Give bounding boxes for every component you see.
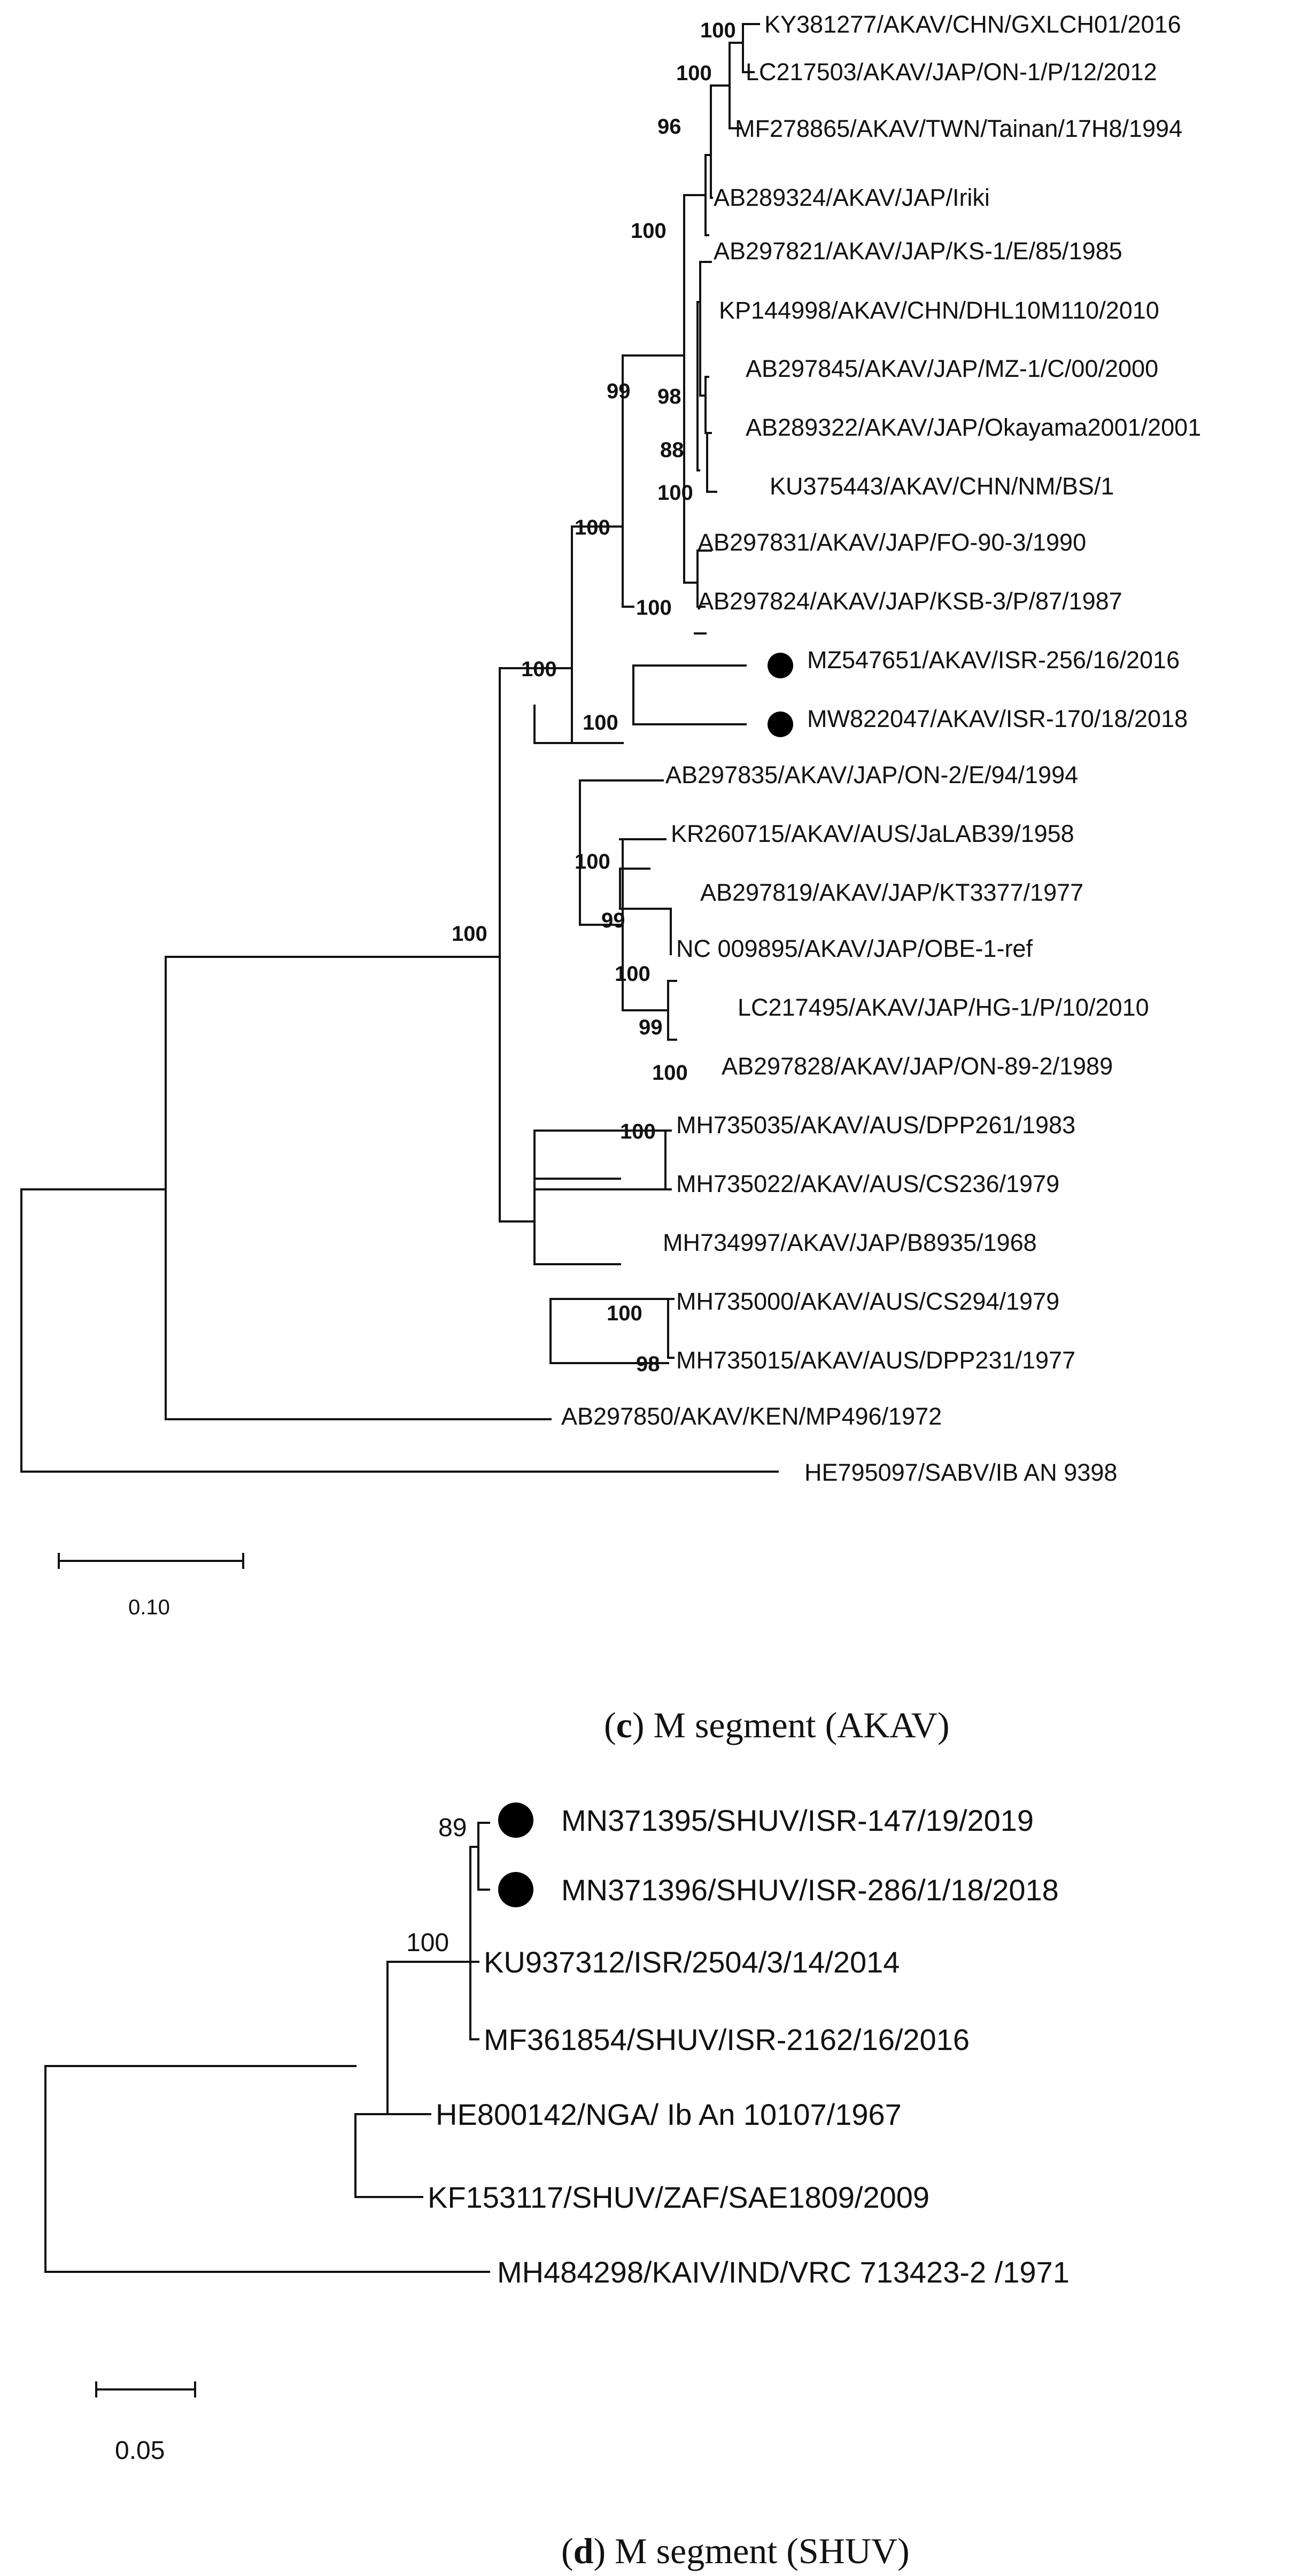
- shuv-scale-bar: 0.05: [95, 2381, 196, 2465]
- akav-taxa: KY381277/AKAV/CHN/GXLCH01/2016 LC217503/…: [561, 11, 1201, 1486]
- bootstrap-value: 100: [620, 1120, 656, 1143]
- taxon-label: MF361854/SHUV/ISR-2162/16/2016: [484, 2023, 970, 2056]
- taxon-label: LC217503/AKAV/JAP/ON-1/P/12/2012: [746, 58, 1157, 86]
- isr-marker-icon: [768, 653, 793, 678]
- bootstrap-value: 100: [583, 711, 618, 734]
- taxon-label: MF278865/AKAV/TWN/Tainan/17H8/1994: [735, 115, 1182, 142]
- bootstrap-value: 99: [639, 1016, 663, 1039]
- taxon-label: AB297850/AKAV/KEN/MP496/1972: [561, 1403, 942, 1430]
- akav-bootstrap-values: 100 100 96 100 98 88 100 99 100 100 100 …: [452, 19, 736, 1376]
- bootstrap-value: 100: [636, 596, 672, 620]
- bootstrap-value: 99: [601, 909, 625, 932]
- taxon-label: AB297828/AKAV/JAP/ON-89-2/1989: [722, 1053, 1113, 1080]
- bootstrap-value: 96: [657, 115, 681, 138]
- taxon-label: AB297845/AKAV/JAP/MZ-1/C/00/2000: [746, 355, 1158, 382]
- bootstrap-value: 100: [607, 1302, 642, 1325]
- taxon-label: HE800142/NGA/ Ib An 10107/1967: [436, 2098, 902, 2131]
- taxon-label: KU375443/AKAV/CHN/NM/BS/1: [770, 473, 1114, 500]
- bootstrap-value: 100: [657, 481, 693, 505]
- taxon-label: AB297821/AKAV/JAP/KS-1/E/85/1985: [714, 237, 1122, 265]
- taxon-label: AB297831/AKAV/JAP/FO-90-3/1990: [698, 529, 1086, 556]
- taxon-label: KY381277/AKAV/CHN/GXLCH01/2016: [764, 11, 1181, 38]
- taxon-label: LC217495/AKAV/JAP/HG-1/P/10/2010: [738, 994, 1149, 1021]
- taxon-label: MW822047/AKAV/ISR-170/18/2018: [807, 705, 1188, 732]
- taxon-label: KU937312/ISR/2504/3/14/2014: [484, 1945, 900, 1979]
- bootstrap-value: 98: [657, 385, 681, 408]
- taxon-label: AB297824/AKAV/JAP/KSB-3/P/87/1987: [698, 587, 1122, 615]
- bootstrap-value: 88: [660, 438, 684, 462]
- taxon-label: AB297835/AKAV/JAP/ON-2/E/94/1994: [665, 761, 1078, 788]
- taxon-label: MH734997/AKAV/JAP/B8935/1968: [663, 1229, 1037, 1256]
- bootstrap-value: 99: [607, 380, 631, 403]
- bootstrap-value: 100: [521, 657, 557, 681]
- taxon-label: AB297819/AKAV/JAP/KT3377/1977: [700, 879, 1083, 906]
- taxon-label: MH735035/AKAV/AUS/DPP261/1983: [676, 1111, 1075, 1139]
- taxon-label: MZ547651/AKAV/ISR-256/16/2016: [807, 646, 1180, 674]
- bootstrap-value: 89: [438, 1814, 467, 1842]
- bootstrap-value: 98: [636, 1352, 660, 1376]
- akav-scale-bar: 0.10: [58, 1553, 244, 1619]
- bootstrap-value: 100: [652, 1061, 688, 1085]
- taxon-label: KF153117/SHUV/ZAF/SAE1809/2009: [428, 2180, 929, 2214]
- taxon-label: KP144998/AKAV/CHN/DHL10M110/2010: [719, 297, 1159, 324]
- taxon-label: MH735000/AKAV/AUS/CS294/1979: [676, 1288, 1059, 1315]
- taxon-label: HE795097/SABV/IB AN 9398: [804, 1459, 1117, 1486]
- scale-label: 0.10: [128, 1596, 170, 1619]
- taxon-label: KR260715/AKAV/AUS/JaLAB39/1958: [671, 820, 1074, 847]
- bootstrap-value: 100: [676, 61, 712, 85]
- taxon-label: MN371396/SHUV/ISR-286/1/18/2018: [561, 1873, 1059, 1907]
- shuv-bootstrap-values: 89 100: [406, 1814, 467, 1957]
- bootstrap-value: 100: [700, 19, 736, 42]
- taxon-label: MH484298/KAIV/IND/VRC 713423-2 /1971: [497, 2255, 1070, 2289]
- scale-label: 0.05: [115, 2436, 165, 2465]
- taxon-label: MN371395/SHUV/ISR-147/19/2019: [561, 1804, 1034, 1837]
- bootstrap-value: 100: [575, 516, 610, 539]
- akav-tree: [20, 23, 793, 1473]
- bootstrap-value: 100: [615, 962, 650, 986]
- caption-c: (c) M segment (AKAV): [604, 1705, 950, 1745]
- isr-marker-icon: [498, 1803, 533, 1838]
- isr-marker-icon: [498, 1872, 533, 1907]
- bootstrap-value: 100: [406, 1929, 449, 1957]
- taxon-label: AB289324/AKAV/JAP/Iriki: [714, 184, 990, 211]
- taxon-label: MH735022/AKAV/AUS/CS236/1979: [676, 1170, 1059, 1197]
- bootstrap-value: 100: [575, 850, 610, 873]
- taxon-label: NC 009895/AKAV/JAP/OBE-1-ref: [676, 935, 1033, 962]
- shuv-tree: [44, 1803, 533, 2273]
- caption-d: (d) M segment (SHUV): [561, 2531, 910, 2571]
- bootstrap-value: 100: [452, 922, 487, 946]
- shuv-taxa: MN371395/SHUV/ISR-147/19/2019 MN371396/S…: [428, 1804, 1070, 2289]
- taxon-label: MH735015/AKAV/AUS/DPP231/1977: [676, 1347, 1075, 1374]
- isr-marker-icon: [768, 711, 793, 737]
- bootstrap-value: 100: [631, 219, 667, 243]
- taxon-label: AB289322/AKAV/JAP/Okayama2001/2001: [746, 414, 1201, 441]
